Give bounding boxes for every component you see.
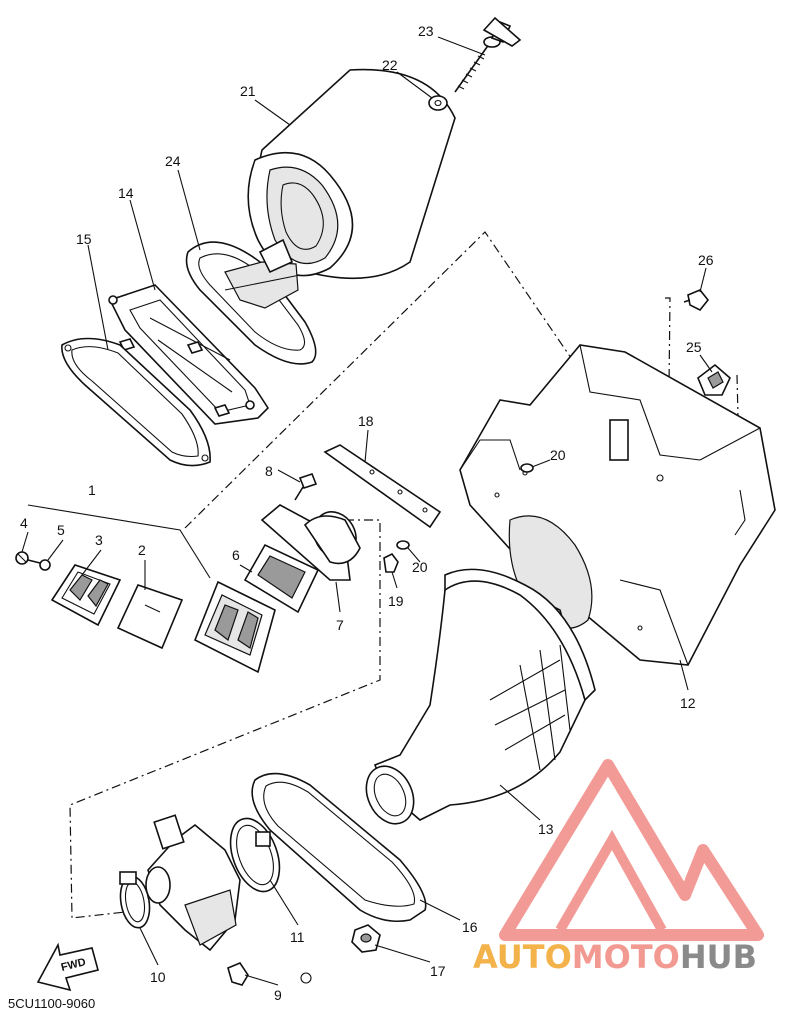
- bolt-8: [294, 473, 318, 501]
- reed-valve-3: [50, 564, 122, 627]
- callout-2: 2: [138, 542, 146, 558]
- manifold-7: [260, 504, 361, 581]
- watermark-hub: HUB: [680, 938, 757, 976]
- callout-19: 19: [388, 593, 404, 609]
- callout-6: 6: [232, 547, 240, 563]
- clamp-11: [229, 817, 281, 893]
- callout-21: 21: [240, 83, 256, 99]
- clamp-10: [119, 871, 151, 929]
- nut-17: [351, 924, 381, 953]
- clip-25: [697, 363, 731, 396]
- plate-18: [323, 444, 442, 529]
- intake-duct-13: [365, 568, 596, 825]
- callout-8: 8: [265, 463, 273, 479]
- fwd-label: FWD: [60, 956, 87, 974]
- callout-11: 11: [290, 929, 305, 945]
- callout-26: 26: [698, 252, 714, 268]
- callout-1: 1: [88, 482, 96, 498]
- gasket-15: [61, 337, 211, 467]
- callout-12: 12: [680, 695, 696, 711]
- callout-5: 5: [57, 522, 65, 538]
- filter-guide-24: [185, 238, 317, 365]
- callout-16: 16: [462, 919, 478, 935]
- watermark-logo-icon: [499, 759, 764, 941]
- watermark-moto: MOTO: [572, 938, 680, 976]
- bolt-26: [683, 289, 710, 312]
- callout-14: 14: [118, 185, 134, 201]
- washer-22: [428, 95, 448, 111]
- callout-4: 4: [20, 515, 28, 531]
- callout-20a: 20: [412, 559, 428, 575]
- watermark-auto: AUTO: [473, 938, 572, 976]
- callout-leaders: [21, 36, 713, 986]
- grommet-19: [383, 552, 399, 573]
- callout-10: 10: [150, 969, 166, 985]
- callout-23: 23: [418, 23, 434, 39]
- washer-5: [39, 559, 51, 571]
- washer-20-a: [396, 540, 410, 550]
- callout-9: 9: [274, 987, 282, 1003]
- callout-17: 17: [430, 963, 446, 979]
- clip-9: [227, 962, 249, 986]
- fwd-arrow-icon: FWD: [36, 942, 99, 992]
- watermark-text: AUTOMOTOHUB: [473, 938, 757, 976]
- callout-22: 22: [382, 57, 398, 73]
- callout-3: 3: [95, 532, 103, 548]
- callout-20b: 20: [550, 447, 566, 463]
- carburettor: [145, 814, 241, 952]
- o-ring: [300, 972, 312, 984]
- callout-24: 24: [165, 153, 181, 169]
- wing-bolt-23: [454, 16, 522, 93]
- diagram-code: 5CU1100-9060: [8, 996, 95, 1011]
- washer-20-b: [520, 463, 534, 473]
- screw-4: [15, 551, 41, 565]
- callout-25: 25: [686, 339, 702, 355]
- callout-13: 13: [538, 821, 554, 837]
- reed-petal-2: [116, 584, 184, 650]
- callout-15: 15: [76, 231, 92, 247]
- gasket-16: [251, 772, 427, 923]
- svg-text:AUTOMOTOHUB: AUTOMOTOHUB: [473, 938, 757, 976]
- callout-numbers: 1 2 3 4 5 6 7 8 9 10 11 12 13 16 17 18 1…: [20, 23, 714, 1003]
- filter-plate-14: [108, 284, 270, 425]
- callout-18: 18: [358, 413, 374, 429]
- reed-block-1: [193, 580, 276, 674]
- callout-7: 7: [336, 617, 344, 633]
